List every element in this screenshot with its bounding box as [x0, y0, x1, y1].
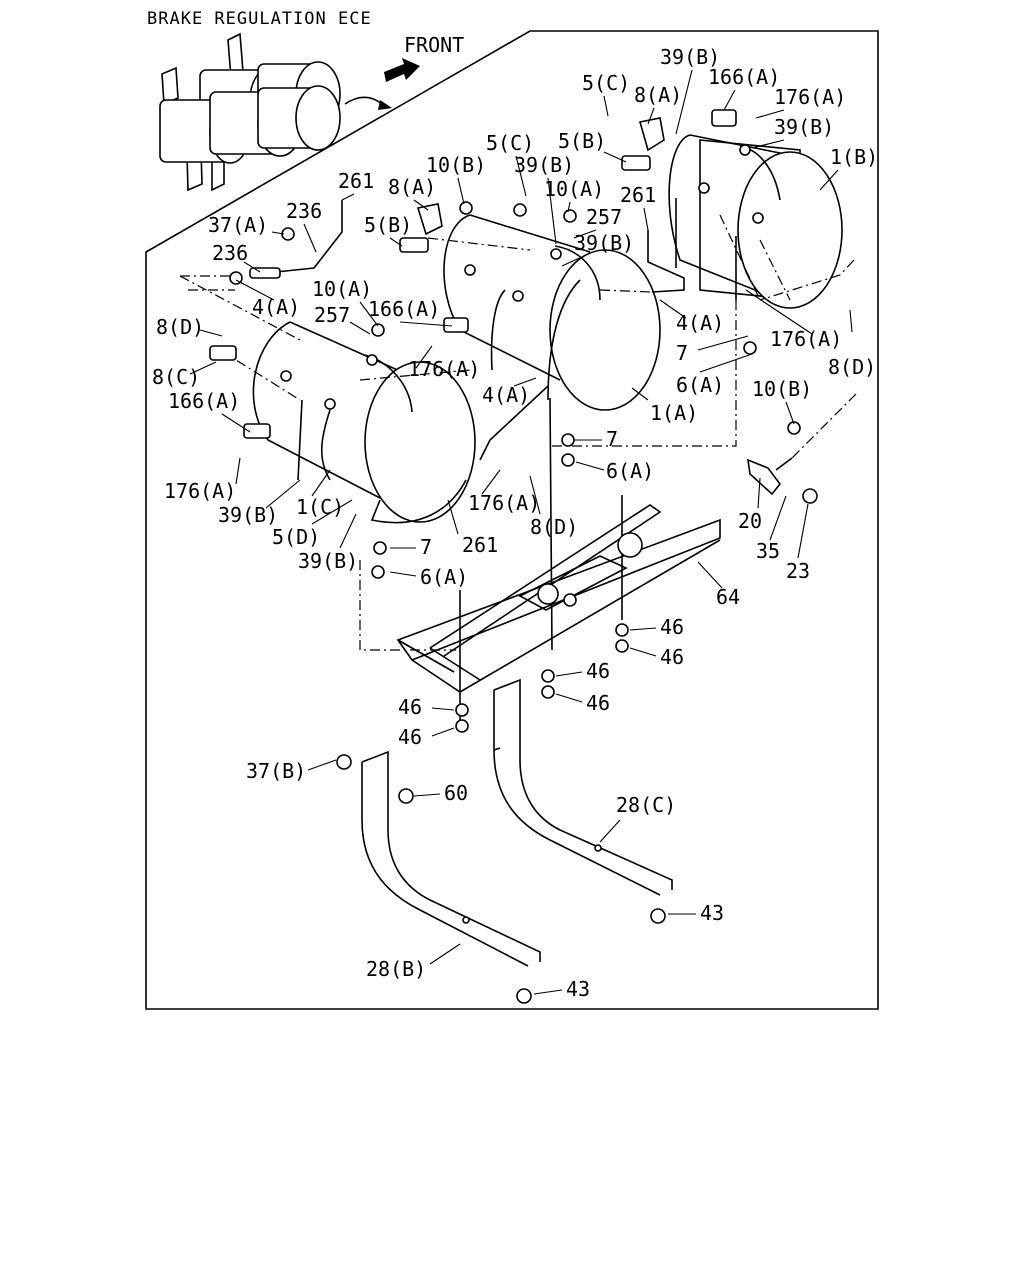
callout-label: 4(A): [252, 295, 300, 319]
callout-label: 39(B): [574, 231, 634, 255]
callout-label: 46: [586, 691, 610, 715]
callout-label: 1(B): [830, 145, 878, 169]
callout-label: 10(A): [312, 277, 372, 301]
air-tank-1c: [252, 321, 476, 523]
callout-label: 176(A): [164, 479, 236, 503]
callout-label: 8(C): [152, 365, 200, 389]
callout-labels: 39(B) 166(A) 176(A) 5(C) 8(A) 39(B) 1(B)…: [152, 45, 878, 1001]
callout-label: 28(C): [616, 793, 676, 817]
callout-label: 35: [756, 539, 780, 563]
air-tank-1b: [668, 134, 843, 309]
callout-label: 43: [566, 977, 590, 1001]
callout-label: 5(C): [582, 71, 630, 95]
callout-label: 64: [716, 585, 740, 609]
bracket-28b: [361, 750, 541, 967]
callout-label: 39(B): [218, 503, 278, 527]
callout-label: 10(B): [426, 153, 486, 177]
callout-label: 7: [420, 535, 432, 559]
callout-label: 261: [462, 533, 498, 557]
front-arrow-icon: [384, 58, 420, 82]
cross-member-64: [396, 504, 721, 693]
callout-label: 23: [786, 559, 810, 583]
callout-label: 5(B): [364, 213, 412, 237]
callout-label: 10(A): [544, 177, 604, 201]
callout-label: 8(D): [156, 315, 204, 339]
callout-label: 20: [738, 509, 762, 533]
callout-label: 261: [338, 169, 374, 193]
callout-label: 5(B): [558, 129, 606, 153]
pipework: [275, 198, 737, 720]
callout-label: 8(D): [828, 355, 876, 379]
callout-label: 37(B): [246, 759, 306, 783]
callout-label: 166(A): [368, 297, 440, 321]
callout-label: 176(A): [770, 327, 842, 351]
callout-leaders: [189, 69, 853, 995]
callout-label: 8(A): [388, 175, 436, 199]
callout-label: 46: [660, 615, 684, 639]
callout-label: 166(A): [708, 65, 780, 89]
callout-label: 7: [676, 341, 688, 365]
callout-label: 176(A): [774, 85, 846, 109]
callout-label: 28(B): [366, 957, 426, 981]
callout-label: 5(C): [486, 131, 534, 155]
front-label: FRONT: [404, 33, 464, 57]
callout-label: 6(A): [606, 459, 654, 483]
callout-label: 6(A): [676, 373, 724, 397]
callout-label: 43: [700, 901, 724, 925]
air-tank-1a: [443, 214, 661, 411]
callout-label: 7: [606, 427, 618, 451]
callout-label: 10(B): [752, 377, 812, 401]
callout-label: 4(A): [676, 311, 724, 335]
callout-label: 257: [586, 205, 622, 229]
callout-label: 1(A): [650, 401, 698, 425]
callout-label: 236: [212, 241, 248, 265]
callout-label: 46: [398, 695, 422, 719]
hardware: [209, 109, 818, 1004]
callout-label: 46: [660, 645, 684, 669]
callout-label: 39(B): [660, 45, 720, 69]
callout-label: 176(A): [408, 357, 480, 381]
callout-label: 39(B): [514, 153, 574, 177]
overview-thumbnail: [159, 32, 392, 192]
callout-label: 46: [586, 659, 610, 683]
callout-label: 6(A): [420, 565, 468, 589]
callout-label: 261: [620, 183, 656, 207]
diagram-frame: [145, 30, 879, 1010]
callout-label: 39(B): [774, 115, 834, 139]
bracket-28c: [493, 678, 673, 896]
callout-label: 166(A): [168, 389, 240, 413]
callout-label: 236: [286, 199, 322, 223]
callout-label: 176(A): [468, 491, 540, 515]
callout-label: 46: [398, 725, 422, 749]
callout-label: 39(B): [298, 549, 358, 573]
callout-label: 8(D): [530, 515, 578, 539]
callout-label: 37(A): [208, 213, 268, 237]
callout-label: 60: [444, 781, 468, 805]
callout-label: 5(D): [272, 525, 320, 549]
callout-label: 1(C): [296, 495, 344, 519]
callout-label: 8(A): [634, 83, 682, 107]
callout-label: 257: [314, 303, 350, 327]
diagram-title: BRAKE REGULATION ECE: [147, 9, 372, 29]
callout-label: 4(A): [482, 383, 530, 407]
